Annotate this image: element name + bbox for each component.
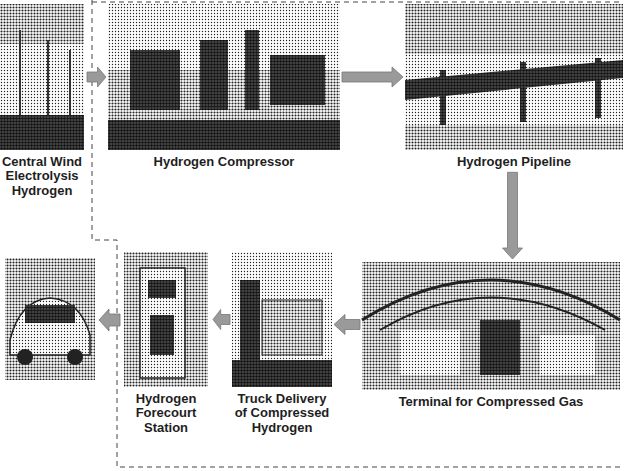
step-label: Terminal for Compressed Gas (362, 395, 620, 409)
process-step: Truck Delivery of Compressed Hydrogen (232, 252, 332, 435)
car-photo (5, 258, 95, 380)
process-step: Hydrogen Forecourt Station (121, 252, 211, 435)
flow-arrow (213, 310, 230, 330)
step-label: Truck Delivery of Compressed Hydrogen (232, 392, 332, 435)
photo-area (108, 4, 340, 150)
flow-arrow (87, 67, 106, 87)
flow-arrow (342, 67, 403, 87)
wind-photo (0, 4, 84, 150)
truck-photo (232, 252, 332, 387)
flow-arrow (334, 315, 360, 335)
step-label: Central Wind Electrolysis Hydrogen (0, 155, 85, 198)
station-photo (124, 252, 208, 387)
photo-area (232, 252, 332, 387)
process-step: Terminal for Compressed Gas (362, 262, 620, 409)
process-step: Central Wind Electrolysis Hydrogen (0, 4, 85, 198)
step-label: Hydrogen Pipeline (405, 155, 623, 169)
photo-area (405, 4, 623, 150)
flow-arrow (503, 172, 523, 259)
process-step: Hydrogen Pipeline (405, 4, 623, 169)
step-label: Hydrogen Compressor (108, 155, 340, 169)
terminal-photo (362, 262, 620, 390)
photo-area (362, 262, 620, 390)
photo-area (124, 252, 208, 387)
process-step: Hydrogen Compressor (108, 4, 340, 169)
pipeline-photo (405, 4, 623, 150)
photo-area (0, 4, 84, 150)
boundary-line (92, 0, 623, 467)
flow-arrow (99, 309, 120, 331)
compressor-photo (108, 4, 340, 150)
step-label: Hydrogen Forecourt Station (121, 392, 211, 435)
